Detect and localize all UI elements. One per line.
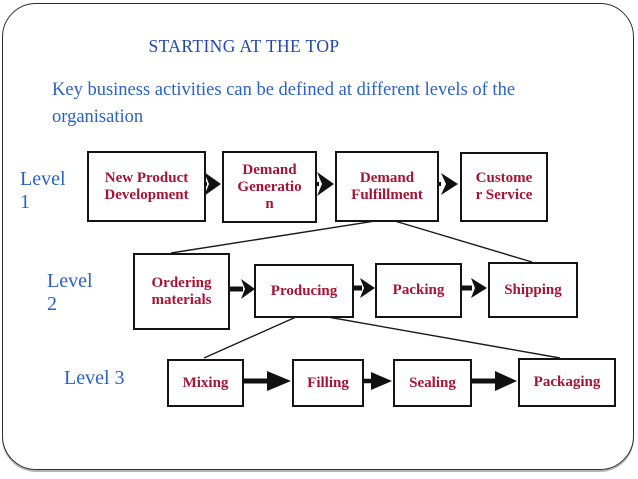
slide-subtitle: Key business activities can be defined a… <box>52 80 516 127</box>
level-2-label: Level 2 <box>47 270 93 315</box>
box-packaging: Packaging <box>518 358 616 407</box>
box-demand-generation: Demand Generatio n <box>222 151 317 223</box>
box-mixing: Mixing <box>167 359 244 407</box>
level-3-label: Level 3 <box>64 367 125 389</box>
level-1-label: Level 1 <box>20 168 66 213</box>
box-producing: Producing <box>254 264 354 318</box>
box-label: Shipping <box>504 281 562 298</box>
box-sealing: Sealing <box>393 359 472 407</box>
box-filling: Filling <box>292 359 364 407</box>
box-packing: Packing <box>375 263 462 318</box>
box-customer-service: Custome r Service <box>460 152 548 222</box>
box-label: Custome r Service <box>475 170 533 203</box>
box-label: Demand Generatio n <box>237 161 302 212</box>
box-ordering-materials: Ordering materials <box>133 253 230 330</box>
box-label: Producing <box>270 282 338 299</box>
box-label: Filling <box>307 374 349 391</box>
box-demand-fulfillment: Demand Fulfillment <box>335 151 439 222</box>
box-label: Packing <box>392 282 445 298</box>
slide-title: STARTING AT THE TOP <box>148 36 340 56</box>
box-label: Demand Fulfillment <box>351 169 423 203</box>
box-label: Mixing <box>182 374 229 391</box>
box-label: Sealing <box>409 374 456 391</box>
box-label: New Product Development <box>104 169 189 203</box>
box-new-product-development: New Product Development <box>87 151 206 222</box>
box-label: Ordering materials <box>151 274 212 308</box>
box-label: Packaging <box>533 374 601 390</box>
box-shipping: Shipping <box>488 262 578 318</box>
